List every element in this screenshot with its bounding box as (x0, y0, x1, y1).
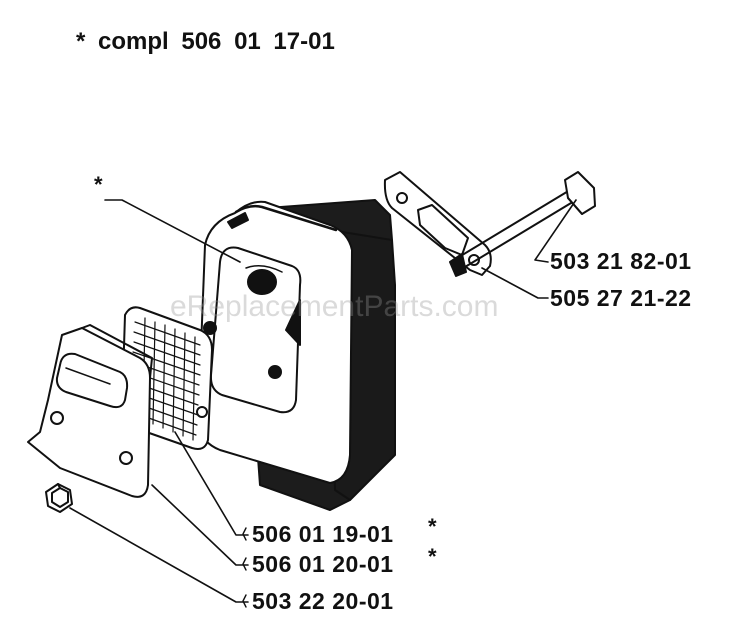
callout-star-marker: * (428, 514, 437, 539)
callout-part-number: 506 01 19-01 (252, 521, 394, 547)
leader-lines (69, 199, 577, 603)
leader-assembly (104, 199, 241, 263)
leader-505-27-21-22 (481, 267, 549, 299)
muffler-bolt-hole-1 (203, 321, 217, 335)
gasket-hole-2 (468, 254, 480, 266)
callout-part-number: 503 22 20-01 (252, 588, 394, 614)
muffler-bolt-hole-2 (268, 365, 282, 379)
screen-screw (196, 406, 208, 418)
bolt (449, 171, 596, 277)
callout-part-number: 506 01 20-01 (252, 551, 394, 577)
leader-503-22-20-01 (69, 507, 249, 603)
cover-window (55, 352, 129, 409)
gasket-hole-1 (396, 192, 408, 204)
assembly-star-marker: * (94, 172, 103, 197)
callout-ticks (242, 527, 247, 608)
leader-503-21-82-01 (534, 199, 577, 263)
muffler-top-strip (227, 212, 249, 229)
watermark: eReplacementParts.com (170, 290, 499, 323)
cover-hole-2 (119, 451, 133, 465)
callout-star-marker: * (428, 544, 437, 569)
cover-hole-1 (50, 411, 64, 425)
cover-plate-edge (81, 324, 153, 379)
complete-assembly-label: * compl 506 01 17-01 (76, 28, 335, 55)
muffler-panel-shade (285, 299, 301, 346)
callout-part-number: 505 27 21-22 (550, 285, 692, 311)
muffler-top-rim (234, 204, 338, 232)
cover-plate (27, 327, 151, 498)
callout-part-number: 503 21 82-01 (550, 248, 692, 274)
leader-506-01-20-01 (151, 484, 249, 566)
muffler-outlet (247, 269, 277, 295)
nut (45, 483, 73, 513)
